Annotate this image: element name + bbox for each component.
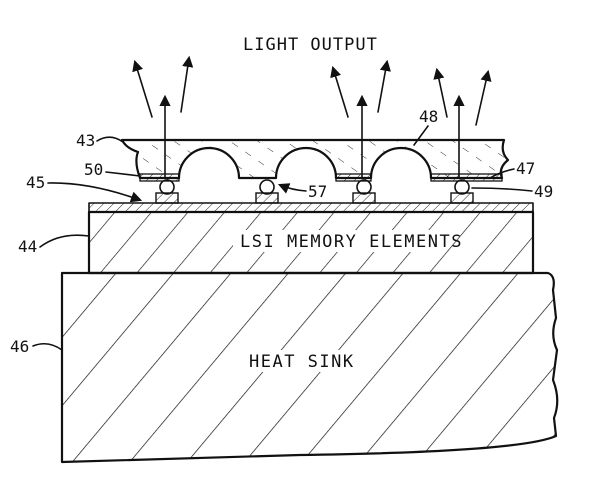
ref-48: 48 bbox=[419, 107, 438, 126]
reference-labels: 43 50 45 44 46 48 47 49 57 bbox=[10, 107, 553, 356]
solder-pad bbox=[255, 192, 279, 204]
light-arrow bbox=[475, 69, 492, 126]
electrodes bbox=[139, 173, 503, 182]
ref-47: 47 bbox=[516, 159, 535, 178]
solder-ball bbox=[356, 179, 372, 195]
electrode-strip bbox=[139, 173, 180, 182]
ref-50: 50 bbox=[84, 160, 103, 179]
lsi-label-bg bbox=[233, 230, 433, 252]
ref-44: 44 bbox=[18, 237, 37, 256]
light-arrow bbox=[180, 55, 194, 113]
light-arrow bbox=[377, 59, 391, 113]
diagram-title: LIGHT OUTPUT bbox=[243, 35, 378, 55]
heat-sink-label: HEAT SINK bbox=[249, 352, 355, 372]
solder-ball bbox=[259, 179, 275, 195]
ref-45: 45 bbox=[26, 173, 45, 192]
solder-pad bbox=[352, 192, 376, 204]
electrode-strip bbox=[430, 173, 503, 182]
heat-sink-label-bg bbox=[240, 350, 360, 372]
light-arrow bbox=[433, 67, 448, 118]
solder-pads bbox=[155, 192, 474, 204]
ref-49: 49 bbox=[534, 182, 553, 201]
solder-pad bbox=[155, 192, 179, 204]
lsi-memory-substrate: LSI MEMORY ELEMENTS bbox=[87, 210, 535, 275]
electrode-strip bbox=[335, 173, 372, 182]
ref-57: 57 bbox=[308, 182, 327, 201]
interconnect-layer bbox=[88, 202, 534, 213]
light-arrow bbox=[132, 59, 153, 118]
lsi-label: LSI MEMORY ELEMENTS bbox=[240, 232, 463, 252]
heat-sink: HEAT SINK bbox=[60, 271, 559, 464]
ref-46: 46 bbox=[10, 337, 29, 356]
light-arrow bbox=[330, 65, 349, 118]
solder-ball bbox=[454, 179, 470, 195]
solder-ball bbox=[159, 179, 175, 195]
led-plate bbox=[120, 138, 510, 180]
solder-pad bbox=[450, 192, 474, 204]
ref-43: 43 bbox=[76, 131, 95, 150]
